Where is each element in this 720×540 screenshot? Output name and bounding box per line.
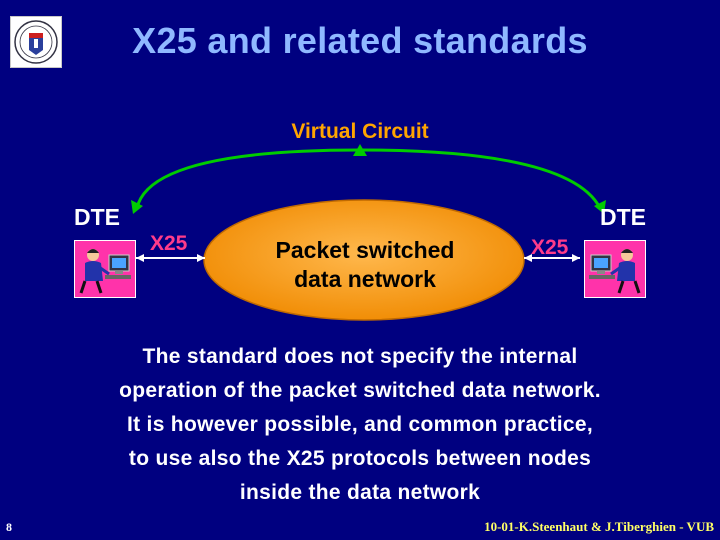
dte-right-label: DTE bbox=[600, 204, 646, 231]
computer-user-icon bbox=[584, 240, 646, 298]
page-number: 8 bbox=[6, 520, 12, 535]
footer-credit: 10-01-K.Steenhaut & J.Tiberghien - VUB bbox=[484, 519, 714, 535]
x25-right-label: X25 bbox=[531, 236, 568, 260]
explanation-line-2: operation of the packet switched data ne… bbox=[60, 374, 660, 408]
explanation-line-3: It is however possible, and common pract… bbox=[60, 408, 660, 442]
explanation-line-1: The standard does not specify the intern… bbox=[60, 340, 660, 374]
network-label-line1: Packet switched bbox=[235, 236, 495, 265]
x25-left-label: X25 bbox=[150, 232, 187, 256]
network-label-line2: data network bbox=[235, 265, 495, 294]
explanation-line-5: inside the data network bbox=[60, 476, 660, 510]
dte-left-label: DTE bbox=[74, 204, 120, 231]
explanation-text: The standard does not specify the intern… bbox=[60, 340, 660, 510]
arc-arrowhead-left bbox=[131, 200, 143, 214]
explanation-line-4: to use also the X25 protocols between no… bbox=[60, 442, 660, 476]
network-label: Packet switched data network bbox=[235, 236, 495, 294]
virtual-circuit-label: Virtual Circuit bbox=[0, 120, 720, 144]
computer-user-icon bbox=[74, 240, 136, 298]
